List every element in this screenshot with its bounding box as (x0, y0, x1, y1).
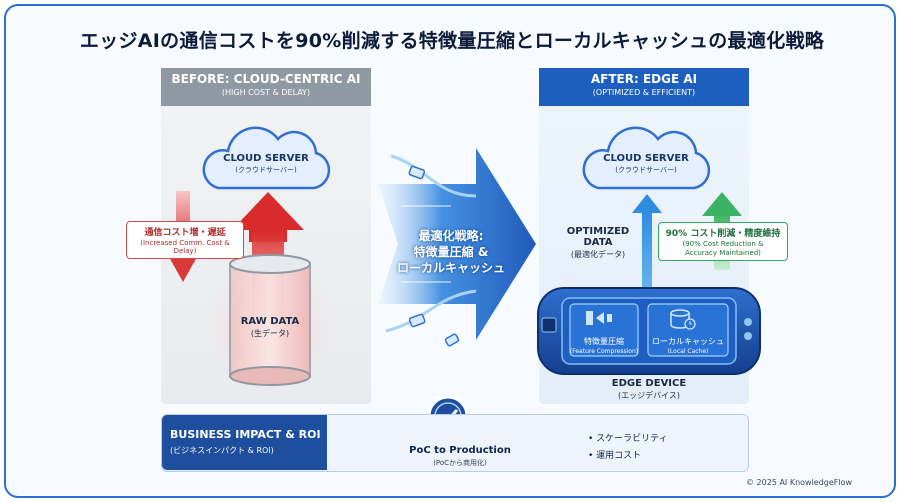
cost-reduction-title: 90% コスト削減・精度維持 (665, 229, 781, 239)
cost-reduction-subtitle-1: (90% Cost Reduction & (682, 240, 764, 248)
local-cache-label: ローカルキャッシュ (Local Cache) (648, 336, 728, 355)
list-item: • スケーラビリティ (588, 434, 668, 444)
bullet-scalability: スケーラビリティ (596, 434, 668, 444)
after-subheading: (OPTIMIZED & EFFICIENT) (592, 88, 696, 97)
poc-subtitle: (PoCから商用化) (433, 459, 487, 467)
after-header: AFTER: EDGE AI (OPTIMIZED & EFFICIENT) (539, 68, 749, 106)
optimized-data-title-1: OPTIMIZED (566, 226, 630, 237)
before-subheading: (HIGH COST & DELAY) (221, 88, 311, 97)
cost-delay-title: 通信コスト増・遅延 (144, 228, 226, 238)
poc-to-production-label: PoC to Production (PoCから商用化) (400, 445, 520, 468)
optimization-strategy-arrow-icon (378, 148, 536, 340)
impact-bullet-list: • スケーラビリティ • 運用コスト (588, 431, 668, 465)
optimized-data-title-2: DATA (583, 237, 613, 248)
edge-device-title: EDGE DEVICE (611, 378, 687, 389)
local-cache-subtitle: (Local Cache) (667, 348, 709, 355)
optimized-data-label: OPTIMIZED DATA (最適化データ) (562, 226, 634, 260)
poc-title: PoC to Production (409, 445, 511, 456)
cost-reduction-subtitle-2: Accuracy Maintained) (685, 249, 761, 257)
business-impact-title: BUSINESS IMPACT & ROI (170, 428, 321, 441)
business-impact-bar: BUSINESS IMPACT & ROI (ビジネスインパクト & ROI) … (161, 414, 749, 472)
list-item: • 運用コスト (588, 451, 642, 461)
before-header: BEFORE: CLOUD-CENTRIC AI (HIGH COST & DE… (161, 68, 371, 106)
after-cloud-subtitle: (クラウドサーバー) (615, 166, 677, 174)
edge-device-icon (537, 287, 761, 375)
data-chip-icons (408, 165, 460, 347)
feature-compression-label: 特徴量圧縮 (Feature Compression) (566, 336, 642, 355)
after-cloud-label: CLOUD SERVER (クラウドサーバー) (601, 153, 691, 175)
after-heading: AFTER: EDGE AI (590, 72, 698, 86)
after-cloud-title: CLOUD SERVER (603, 153, 689, 164)
business-impact-header: BUSINESS IMPACT & ROI (ビジネスインパクト & ROI) (162, 415, 327, 470)
bullet-operating-cost: 運用コスト (596, 451, 642, 461)
before-cloud-icon (202, 126, 331, 190)
raw-data-cylinder-icon (229, 254, 311, 386)
strategy-line-1: 最適化戦略: (418, 229, 484, 243)
cost-delay-subtitle: (Increased Comm. Cost & Delay) (140, 239, 230, 255)
cost-delay-callout: 通信コスト増・遅延 (Increased Comm. Cost & Delay) (126, 221, 244, 259)
page-title: エッジAIの通信コストを90%削減する特徴量圧縮とローカルキャッシュの最適化戦略 (79, 30, 825, 52)
edge-device-subtitle: (エッジデバイス) (617, 391, 680, 400)
local-cache-title: ローカルキャッシュ (652, 337, 724, 346)
before-cloud-subtitle: (クラウドサーバー) (235, 166, 297, 174)
before-cloud-label: CLOUD SERVER (クラウドサーバー) (221, 153, 311, 175)
before-heading: BEFORE: CLOUD-CENTRIC AI (171, 72, 361, 86)
raw-data-label: RAW DATA (生データ) (234, 316, 306, 339)
strategy-line-3: ローカルキャッシュ (396, 261, 505, 275)
raw-data-subtitle: (生データ) (250, 329, 290, 338)
business-impact-subtitle: (ビジネスインパクト & ROI) (170, 446, 274, 455)
edge-device-label: EDGE DEVICE (エッジデバイス) (589, 378, 709, 401)
feature-compression-subtitle: (Feature Compression) (569, 348, 639, 355)
feature-compression-title: 特徴量圧縮 (584, 337, 624, 346)
raw-data-title: RAW DATA (240, 316, 300, 327)
infographic-frame: エッジAIの通信コストを90%削減する特徴量圧縮とローカルキャッシュの最適化戦略… (4, 4, 896, 498)
after-cloud-icon (582, 126, 711, 190)
optimization-strategy-label: 最適化戦略: 特徴量圧縮 & ローカルキャッシュ (386, 228, 516, 276)
cost-reduction-callout: 90% コスト削減・精度維持 (90% Cost Reduction & Acc… (658, 222, 788, 261)
before-cloud-title: CLOUD SERVER (223, 153, 309, 164)
copyright-text: © 2025 AI KnowledgeFlow (746, 478, 853, 487)
optimized-data-subtitle: (最適化データ) (570, 250, 626, 259)
strategy-line-2: 特徴量圧縮 & (413, 245, 489, 259)
optimized-data-arrow-icon (632, 194, 662, 301)
